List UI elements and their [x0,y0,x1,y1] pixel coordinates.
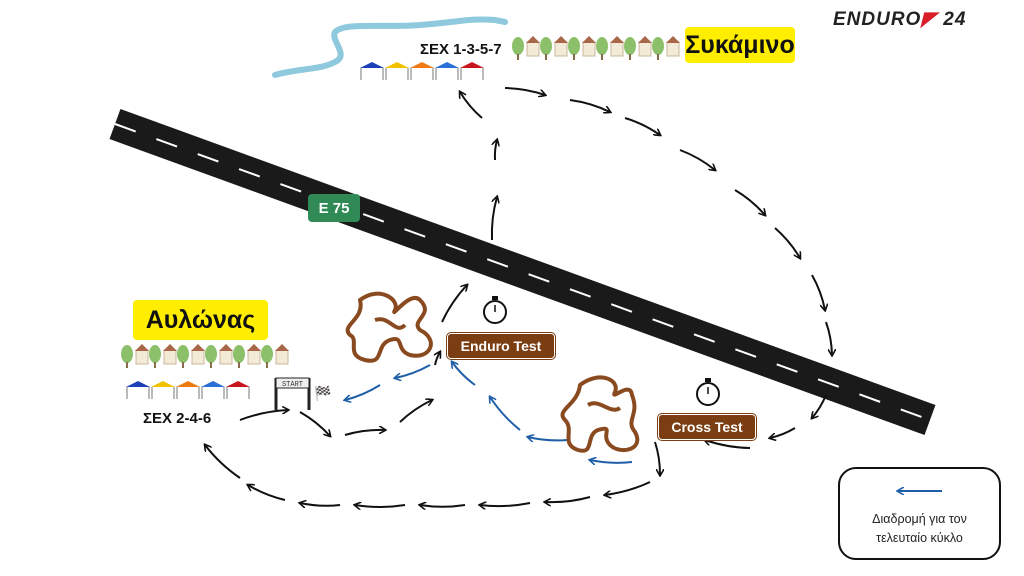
route-arrow [248,485,286,501]
route-arrow [624,117,660,135]
route-arrow [355,505,406,507]
route-arrow [705,440,751,449]
last-lap-arrow [528,437,568,440]
house-icon [275,349,289,365]
route-arrow [569,99,610,112]
legend-line-1: Διαδρομή για τον [872,512,967,526]
tree-icon [233,345,245,363]
house-icon [219,349,233,365]
tent-icon [201,381,225,387]
enduro-test-label: Enduro Test [447,333,555,359]
route-arrow [774,227,800,258]
last-lap-arrow [452,362,476,386]
house-icon [554,41,568,57]
house-icon [610,41,624,57]
tent-icon [410,62,434,68]
route-arrow [605,481,651,495]
start-gate: START [274,377,311,410]
route-arrow [812,394,827,418]
last-lap-arrows [345,362,633,463]
last-lap-arrow-icon [890,481,942,501]
enduro24-logo: ENDURO◤ 24 [833,9,967,30]
village-label-avlonas: Αυλώνας [133,300,268,340]
tent-icon [435,62,459,68]
tent-icon [460,62,484,68]
route-arrow [420,505,466,507]
house-icon [191,349,205,365]
tent-icon [226,381,250,387]
tent-icon [126,381,150,387]
tree-icon [540,37,552,55]
route-arrow [825,321,832,355]
house-icon [163,349,177,365]
river [272,16,508,78]
route-arrow [495,140,497,161]
cross-test-label: Cross Test [658,414,756,440]
route-arrow [811,274,825,310]
house-icon [135,349,149,365]
service-area-label-north: ΣΕΧ 1-3-5-7 [420,41,502,58]
last-lap-arrow [590,460,633,463]
route-arrow [480,503,531,506]
tree-icon [177,345,189,363]
route-arrow [300,503,341,506]
route-arrow [490,197,497,241]
tree-icon [512,37,524,55]
house-icon [526,41,540,57]
enduro-track [345,291,433,363]
village-label-sykamino: Συκάμινο [685,27,795,63]
tent-icon [360,62,384,68]
route-arrow [504,87,545,95]
house-icon [582,41,596,57]
tree-icon [568,37,580,55]
route-arrow [205,445,241,479]
last-lap-arrow [490,397,521,431]
route-arrow [679,149,715,170]
route-arrow [399,400,432,423]
route-arrow [545,496,591,502]
tree-icon [652,37,664,55]
service-area-label-south: ΣΕΧ 2-4-6 [143,410,212,427]
house-icon [638,41,652,57]
last-lap-arrow [345,384,381,400]
highway-e75 [109,108,936,436]
route-arrow [441,285,467,323]
start-sign-text: START [282,381,303,389]
route-arrow [435,352,440,366]
tent-icon [151,381,175,387]
route-arrow [239,410,288,421]
legend: Διαδρομή για τον τελευταίο κύκλο [838,467,1001,560]
tree-icon [596,37,608,55]
route-arrow [770,427,796,438]
tree-icon [149,345,161,363]
route-arrow [654,441,660,475]
route-arrow [460,92,483,119]
stopwatch-icon [483,296,507,324]
tree-icon [205,345,217,363]
tent-icon [176,381,200,387]
tree-icon [261,345,273,363]
last-lap-arrow [395,364,431,378]
stopwatch-icon [696,378,720,406]
house-icon [666,41,680,57]
route-arrow [734,189,765,215]
checkered-flags-icon: 🏁 [314,385,331,402]
tree-icon [121,345,133,363]
tent-icon [385,62,409,68]
house-icon [247,349,261,365]
cross-track [560,375,640,453]
route-arrow [344,430,385,436]
tree-icon [624,37,636,55]
route-arrow [299,411,330,436]
legend-line-2: τελευταίο κύκλο [876,531,963,545]
road-sign-e75: E 75 [308,194,360,222]
route-arrows [205,87,832,507]
